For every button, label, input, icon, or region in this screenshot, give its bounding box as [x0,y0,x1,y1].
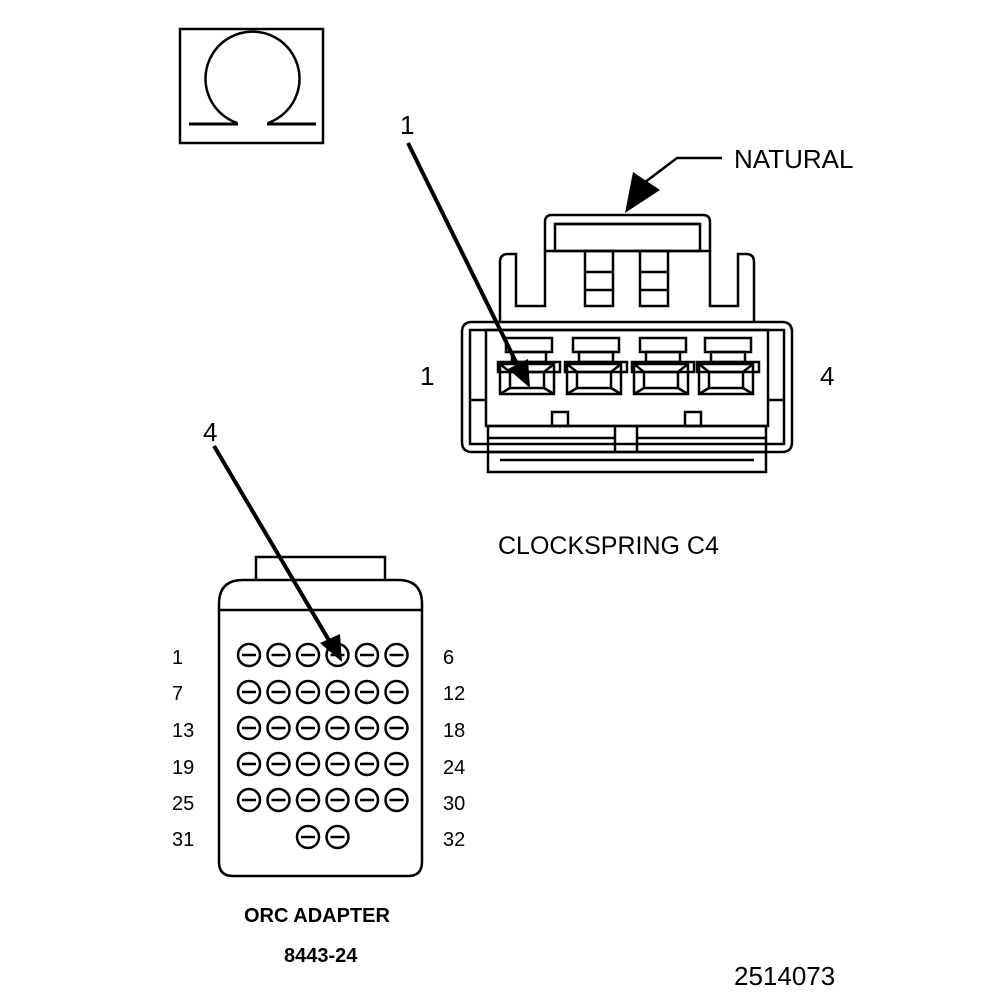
cavity [496,336,562,396]
row-label-right: 32 [443,829,465,851]
clockspring-cavities [496,336,761,396]
adapter-pin [236,715,262,741]
adapter-pin [354,751,380,777]
row-label-left: 13 [172,720,194,742]
clockspring-caption: CLOCKSPRING C4 [498,532,719,560]
adapter-part-number: 8443-24 [284,945,358,967]
adapter-pin [295,824,321,850]
adapter-pin [384,751,409,777]
adapter-pin [354,642,380,668]
adapter-pin [384,642,409,668]
adapter-pin [354,787,380,813]
adapter-pin [325,787,350,813]
cavity [630,336,696,396]
adapter-pin [325,715,350,741]
callout-1-leader [406,142,530,388]
adapter-pin [236,751,262,777]
adapter-pin [236,642,262,668]
callout-1-label: 1 [400,110,414,140]
adapter-pin [236,679,262,705]
adapter-row-labels-left: 1 7 13 19 25 31 [172,647,194,851]
adapter-pin [295,751,321,777]
callout-4-label: 4 [203,417,217,447]
row-label-left: 7 [172,683,183,705]
row-label-right: 30 [443,793,465,815]
row-label-left: 31 [172,829,194,851]
adapter-caption: ORC ADAPTER [244,905,390,927]
figure-id: 2514073 [734,961,835,991]
adapter-pin [266,642,291,668]
adapter-pin [325,679,350,705]
adapter-pin [236,787,262,813]
cavity [563,336,629,396]
adapter-pin [295,679,321,705]
adapter-pin [295,787,321,813]
row-label-right: 12 [443,683,465,705]
cavity [695,336,761,396]
row-label-left: 25 [172,793,194,815]
row-label-left: 19 [172,757,194,779]
clockspring-connector [460,213,794,474]
row-label-right: 6 [443,647,454,669]
adapter-pin [384,679,409,705]
adapter-pin [295,715,321,741]
adapter-pin [266,715,291,741]
adapter-pin [266,787,291,813]
row-label-right: 18 [443,720,465,742]
row-label-right: 24 [443,757,465,779]
adapter-row-labels-right: 6 12 18 24 30 32 [443,647,465,851]
clockspring-pin-right: 4 [820,361,834,391]
adapter-pin-grid [236,642,409,850]
adapter-pin [295,642,321,668]
adapter-pin [384,787,409,813]
adapter-pin [325,751,350,777]
natural-label: NATURAL [734,144,853,174]
clockspring-pin-left: 1 [420,361,434,391]
adapter-pin [325,824,350,850]
row-label-left: 1 [172,647,183,669]
adapter-pin [266,751,291,777]
ohm-icon [178,27,325,145]
adapter-pin [266,679,291,705]
adapter-pin [354,715,380,741]
adapter-pin [354,679,380,705]
adapter-pin [384,715,409,741]
callout-4-leader [212,444,342,662]
natural-leader [625,156,722,213]
